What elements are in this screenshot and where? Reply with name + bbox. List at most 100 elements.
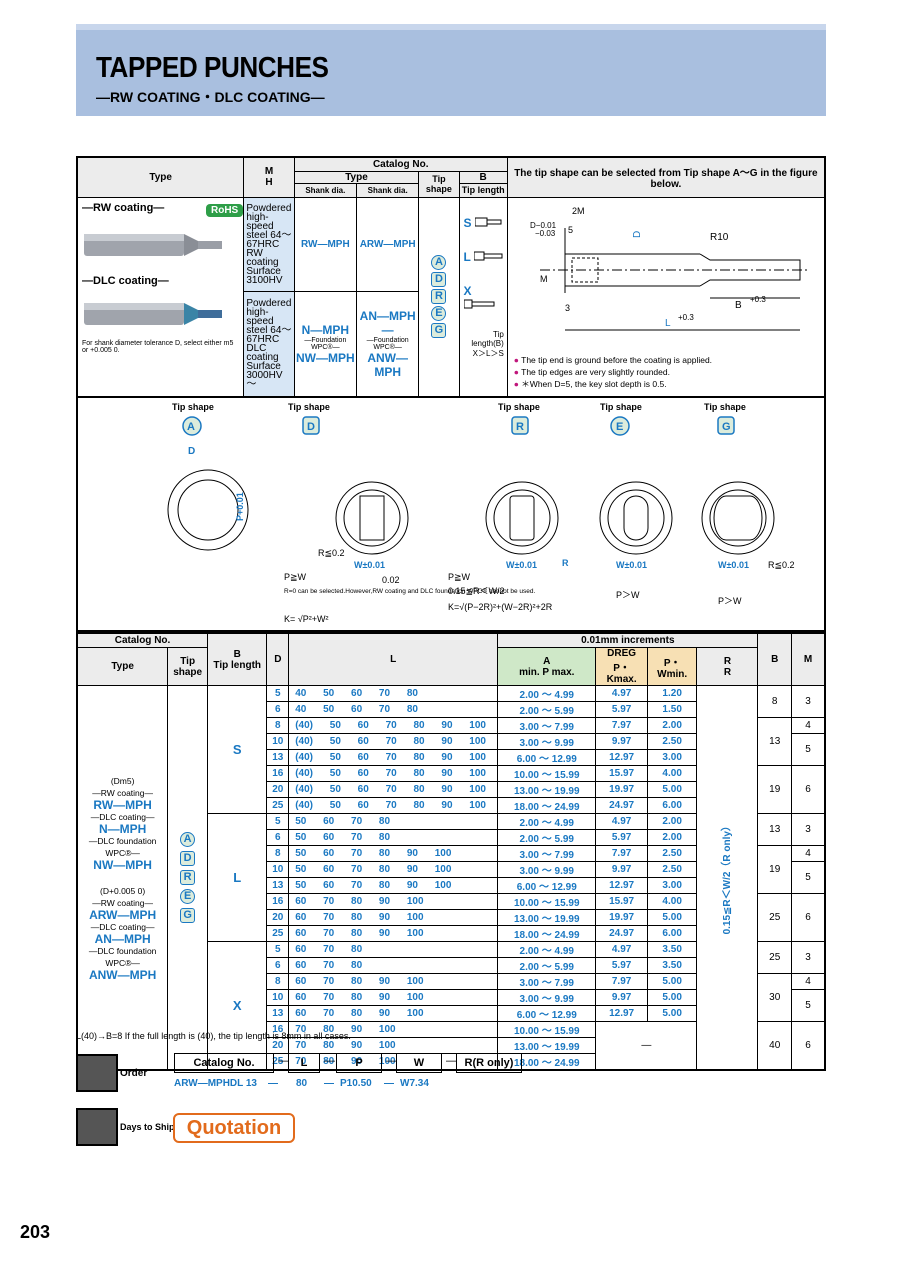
cell-a: 3.00 ～ 7.99 (497, 717, 597, 735)
cell-l: 60 70 80 90 100 (288, 1005, 499, 1023)
tip-note2: X＞L＞S (472, 348, 504, 358)
order-value-dash3: — (384, 1078, 394, 1089)
cell-pk: 7.97 (595, 717, 648, 735)
cell-d: 10 (266, 861, 290, 879)
tip-note-n1: P≧W (284, 572, 307, 582)
material-rw: Powdered high-speed steel 64～67HRC RW co… (243, 196, 295, 293)
cell-m: 6 (790, 893, 826, 943)
cell-d: 16 (266, 765, 290, 783)
quotation-button[interactable]: Quotation (173, 1113, 295, 1143)
tip-tol: 0.02 (382, 575, 400, 585)
shape-d-icon: D (431, 272, 447, 288)
cell-pw: 4.00 (646, 765, 698, 783)
cell-pk: 5.97 (595, 829, 648, 847)
svg-text:M: M (540, 274, 548, 284)
svg-text:W±0.01: W±0.01 (354, 560, 385, 570)
cell-l: 70 80 90 100 (288, 1037, 499, 1055)
cell-a: 3.00 ～ 7.99 (497, 973, 597, 991)
order-value-catalog: ARW—MPHDL 13 (174, 1078, 257, 1089)
shape-e-label: E (616, 421, 623, 433)
col-b: B (458, 170, 508, 184)
cell-m: 3 (790, 685, 826, 719)
cell-a: 3.00 ～ 9.99 (497, 733, 597, 751)
cell-l: (40) 50 60 70 80 90 100 (288, 765, 499, 783)
table-row: (Dm5)—RW coating—RW—MPH—DLC coating—N—MP… (76, 685, 826, 1071)
dlc-punch-image (84, 302, 222, 325)
cell-l: 60 70 80 (288, 957, 499, 975)
tip-shape-figure: Tip shape Tip shape Tip shape Tip shape … (76, 398, 826, 632)
order-value-dash1: — (268, 1078, 278, 1089)
col-shank2: Shank dia. (355, 182, 420, 198)
cell-a: 2.00 ～ 5.99 (497, 701, 597, 719)
cell-m: 6 (790, 765, 826, 815)
cell-d: 13 (266, 749, 290, 767)
tip-note-n2: R=0 can be selected.However,RW coating a… (284, 587, 535, 595)
dim-type-cell: (Dm5)—RW coating—RW—MPH—DLC coating—N—MP… (76, 685, 169, 1071)
tip-shape-list: A D R E G (418, 196, 460, 398)
cell-pw: 2.00 (646, 813, 698, 831)
page-title: TAPPED PUNCHES (96, 52, 329, 84)
tip-note-n5: 0.15≦R＜W/2 (448, 586, 505, 596)
tip-note-n3: K= √P²+W² (284, 614, 328, 624)
cell-d: 8 (266, 845, 290, 863)
cell-a: 10.00 ～ 15.99 (497, 893, 597, 911)
cell-pw: 3.00 (646, 749, 698, 767)
cell-d: 16 (266, 893, 290, 911)
shape-g-icon: G (431, 323, 447, 339)
cell-a: 13.00 ～ 19.99 (497, 1037, 597, 1055)
cell-pw: 1.20 (646, 685, 698, 703)
cell-b: 8 (757, 685, 792, 719)
cell-b: 13 (757, 813, 792, 847)
cell-d: 8 (266, 717, 290, 735)
cell-m: 6 (790, 1021, 826, 1071)
truck-icon (76, 1108, 118, 1146)
order-dash4: — (446, 1055, 457, 1067)
tip-note-n7: P＞W (616, 590, 640, 600)
cell-l: 60 70 80 90 100 (288, 925, 499, 943)
cell-pk: 9.97 (595, 733, 648, 751)
cell-l: (40) 50 60 70 80 90 100 (288, 717, 499, 735)
cell-pw: 2.00 (646, 717, 698, 735)
col-shank1: Shank dia. (293, 182, 358, 198)
cell-a: 6.00 ～ 12.99 (497, 749, 597, 767)
cell-d: 6 (266, 829, 290, 847)
svg-text:−0.03: −0.03 (535, 229, 556, 238)
cell-pw: 5.00 (646, 973, 698, 991)
order-dash1: — (278, 1055, 289, 1067)
cell-d: 8 (266, 973, 290, 991)
order-p-box: P (336, 1053, 382, 1073)
cell-m: 5 (790, 861, 826, 895)
cell-pw: 2.50 (646, 733, 698, 751)
cell-pw: 3.50 (646, 957, 698, 975)
dim-col-type: Type (76, 647, 169, 687)
cell-pk: 9.97 (595, 989, 648, 1007)
cell-pk: 9.97 (595, 861, 648, 879)
page-subtitle: —RW COATING・DLC COATING— (96, 89, 325, 105)
code-n-mph: N—MPH (301, 323, 349, 338)
svg-text:P+0.01: P+0.01 (235, 492, 245, 521)
tip-l-icon (473, 251, 503, 260)
dim-col-l: L (288, 632, 499, 687)
cell-l: (40) 50 60 70 80 90 100 (288, 733, 499, 751)
cell-pk: 12.97 (595, 749, 648, 767)
col-note: The tip shape can be selected from Tip s… (506, 156, 826, 198)
cell-pw: 5.00 (646, 781, 698, 799)
cell-pk: 5.97 (595, 957, 648, 975)
tip-note-n6: K=√(P−2R)²+(W−2R)²+2R (448, 602, 553, 612)
col-catalog: Catalog No. (293, 156, 508, 172)
svg-text:5: 5 (568, 225, 573, 235)
dim-col-tipshape: Tip shape (167, 647, 209, 687)
code-an-mph: AN—MPH— (359, 309, 416, 338)
cell-a: 3.00 ～ 7.99 (497, 845, 597, 863)
dim-col-catalog: Catalog No. (76, 632, 209, 649)
cell-l: 60 70 80 90 100 (288, 989, 499, 1007)
cell-l: 60 70 80 (288, 941, 499, 959)
